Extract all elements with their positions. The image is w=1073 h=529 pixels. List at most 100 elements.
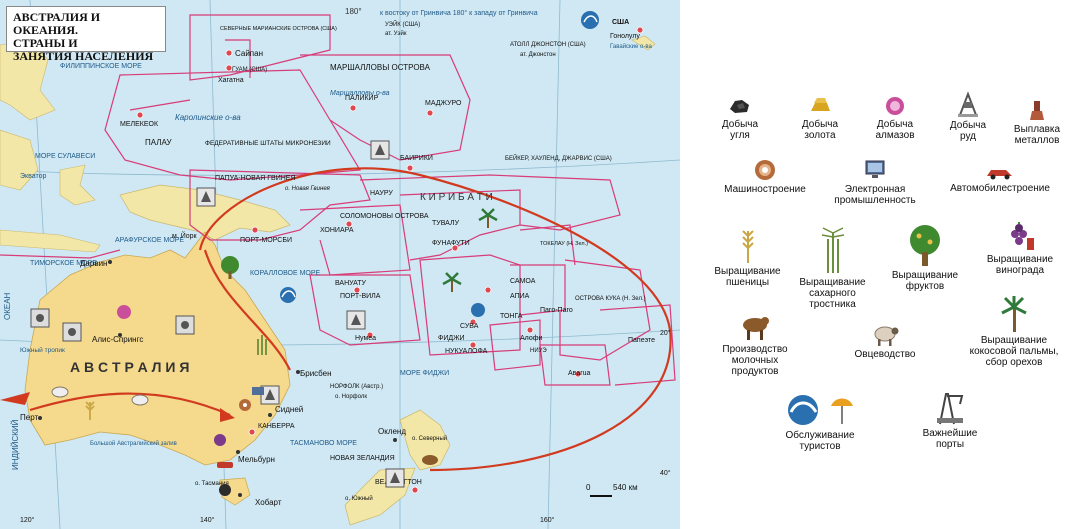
- label-micronesia: ФЕДЕРАТИВНЫЕ ШТАТЫ МИКРОНЕЗИИ: [205, 140, 331, 147]
- legend-label: Выращивание сахарного тростника: [799, 277, 866, 310]
- label-papeete: Папеэте: [628, 337, 655, 344]
- label-palikir: ПАЛИКИР: [345, 95, 379, 102]
- legend-dairy: Производство молочных продуктов: [705, 312, 805, 377]
- port-icon: [196, 187, 216, 207]
- label-tasmania: о. Тасмания: [195, 481, 229, 487]
- legend-sheep: Овцеводство: [840, 323, 930, 360]
- label-hagatna: Хагатна: [218, 77, 244, 84]
- label-vanuatu: ВАНУАТУ: [335, 280, 367, 287]
- route-arrow-west: [0, 392, 30, 405]
- gear-icon: [239, 399, 251, 411]
- diamond-icon: [117, 305, 131, 319]
- cow-icon: [743, 317, 769, 340]
- fruit-tree-icon: [910, 225, 940, 266]
- sugarcane-icon: [257, 335, 267, 355]
- label-alice: Алис-Спрингс: [92, 335, 143, 344]
- legend-coconut: Выращивание кокосовой пальмы, сбор орехо…: [960, 295, 1068, 368]
- sugarcane-icon: [821, 227, 844, 273]
- ore-icon: [175, 315, 195, 335]
- legend-auto: Автомобилестроение: [935, 165, 1065, 194]
- legend-diamonds: Добыча алмазов: [865, 95, 925, 141]
- label-tuvalu: ТУВАЛУ: [432, 220, 460, 227]
- label-south-isl: о. Южный: [345, 495, 373, 502]
- label-port-vila: ПОРТ-ВИЛА: [340, 293, 381, 300]
- port-icon: [346, 310, 366, 330]
- label-tasman: ТАСМАНОВО МОРЕ: [290, 440, 357, 447]
- car-icon: [987, 170, 1012, 180]
- nz-north-island: [399, 409, 451, 471]
- label-norfolk-isl: о. Норфолк: [335, 394, 367, 400]
- legend-coal: Добыча угля: [710, 95, 770, 141]
- legend-label: Выплавка металлов: [1013, 124, 1061, 146]
- metal-icon: [1030, 101, 1044, 120]
- ore-icon: [958, 91, 978, 117]
- oceania-map: к востоку от Гринвича 180° к западу от Г…: [0, 0, 680, 529]
- label-png: ПАПУА-НОВАЯ ГВИНЕЯ: [215, 175, 296, 182]
- label-perth: Перт: [20, 413, 38, 422]
- label-honiara: ХОНИАРА: [320, 227, 354, 234]
- palm-icon: [478, 208, 498, 228]
- computer-icon: [865, 160, 885, 178]
- tourism-icon: [471, 303, 485, 317]
- label-lon-140: 140°: [200, 516, 215, 524]
- label-tokelau: ТОКЕЛАУ (Н. Зел.): [540, 241, 588, 247]
- legend-label: Добыча золота: [801, 119, 839, 141]
- label-baker: БЕЙКЕР, ХАУЛЕНД, ДЖАРВИС (США): [505, 154, 612, 162]
- gear-icon: [755, 160, 775, 180]
- legend-label: Электронная промышленность: [834, 184, 916, 206]
- label-equator: Экватор: [20, 173, 46, 180]
- label-australia: А В С Т Р А Л И Я: [70, 359, 189, 375]
- legend-label: Овцеводство: [854, 349, 916, 360]
- legend-label: Автомобилестроение: [950, 183, 1050, 194]
- scale-bar: 0 540 км: [586, 483, 638, 497]
- palm-icon: [442, 272, 462, 292]
- legend-machinery: Машиностроение: [715, 158, 815, 195]
- legend-label: Производство молочных продуктов: [722, 344, 788, 377]
- legend-label: Добыча руд: [949, 120, 987, 142]
- label-hawaii: Гавайские о-ва: [610, 43, 652, 50]
- grape-icon: [214, 434, 226, 446]
- legend-ports: Важнейшие порты: [910, 388, 990, 450]
- map-title: АВСТРАЛИЯ И ОКЕАНИЯ. СТРАНЫ И ЗАНЯТИЯ НА…: [13, 10, 154, 63]
- legend-tourism: Обслуживание туристов: [765, 392, 875, 452]
- label-wake-island: ат. Уэйк: [385, 30, 407, 37]
- label-caroline: Каролинские о-ва: [175, 113, 241, 122]
- svg-text:540 км: 540 км: [613, 483, 638, 492]
- coal-icon: [730, 100, 749, 113]
- legend-label: Выращивание кокосовой пальмы, сбор орехо…: [969, 335, 1059, 368]
- legend-metal: Выплавка металлов: [1005, 98, 1069, 146]
- maritime-borders: [0, 14, 676, 386]
- sulawesi-land: [59, 164, 96, 206]
- label-york: м. Йорк: [172, 231, 198, 240]
- label-alofi: Алофи: [520, 335, 542, 342]
- label-norfolk: НОРФОЛК (Австр.): [330, 384, 383, 390]
- label-new-zealand: НОВАЯ ЗЕЛАНДИЯ: [330, 455, 395, 462]
- legend-wheat: Выращивание пшеницы: [705, 228, 790, 288]
- label-suva: СУВА: [460, 323, 479, 330]
- lon-180: 180°: [345, 7, 362, 16]
- fruit-tree-icon: [221, 256, 239, 279]
- label-pago: Паго-Паго: [540, 307, 573, 314]
- city-dots: [38, 260, 397, 497]
- label-bight: Большой Австралийский залив: [90, 440, 177, 447]
- label-nukualofa: НУКУАЛОФА: [445, 348, 488, 355]
- label-coral-sea: КОРАЛЛОВОЕ МОРЕ: [250, 270, 321, 277]
- label-arafura: АРАФУРСКОЕ МОРЕ: [115, 237, 184, 244]
- route-arrow-sydney: [220, 408, 235, 422]
- label-guam: ГУАМ (США): [232, 67, 267, 73]
- label-kiribati: К И Р И Б А Т И: [420, 192, 493, 203]
- legend-label: Добыча алмазов: [875, 119, 915, 141]
- label-lat-20: 20°: [660, 329, 671, 337]
- label-noumea: Нумеа: [355, 335, 376, 342]
- label-samoa: САМОА: [510, 278, 536, 285]
- legend-label: Машиностроение: [724, 184, 806, 195]
- legend-label: Выращивание пшеницы: [714, 266, 781, 288]
- label-honolulu: Гонолулу: [610, 33, 640, 40]
- legend-gold: Добыча золота: [790, 95, 850, 141]
- ore-icon: [62, 322, 82, 342]
- label-cook: ОСТРОВА КУКА (Н. Зел.): [575, 296, 646, 302]
- label-darwin: Дарвин: [80, 259, 107, 268]
- label-ocean-w: ОКЕАН: [3, 292, 12, 320]
- capital-dots: [136, 26, 644, 494]
- tourism-icon: [581, 11, 599, 29]
